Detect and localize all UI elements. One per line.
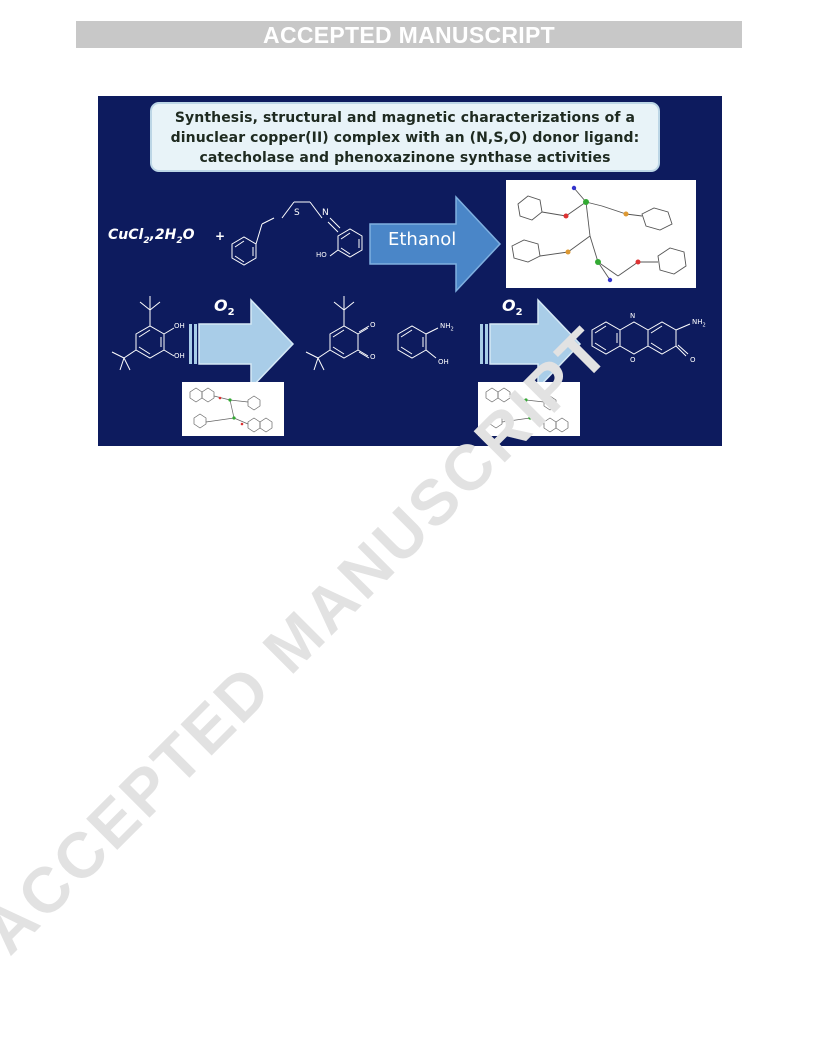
nh2-sub-1: 2: [450, 326, 454, 333]
dtbq-structure: [305, 296, 370, 371]
ethanol-arrow: [369, 195, 502, 293]
atom-label-n-2: N: [630, 312, 636, 320]
ethanol-label: Ethanol: [388, 229, 457, 250]
reagent-sub1: 2: [143, 235, 150, 246]
o2-right-base: O: [502, 296, 516, 315]
ligand-structure: [231, 201, 363, 266]
graphical-abstract: Synthesis, structural and magnetic chara…: [98, 96, 722, 446]
abstract-drawing: [111, 180, 696, 436]
o2-arrow-right: [480, 298, 582, 390]
nh2-base-2: NH: [692, 318, 703, 326]
o2-left-base: O: [214, 296, 228, 315]
nh2-base-1: NH: [440, 322, 451, 330]
atom-label-o-2: O: [370, 353, 376, 361]
reagent-prefix: CuCl: [108, 227, 144, 243]
aminophenol-structure: [397, 325, 439, 359]
o2-left-sub: 2: [227, 307, 235, 319]
title-line-2: dinuclear copper(II) complex with an (N,…: [170, 130, 640, 146]
abstract-title-box: Synthesis, structural and magnetic chara…: [150, 102, 660, 172]
atom-label-oh-1: OH: [174, 322, 185, 330]
o2-label-left: O2: [214, 296, 235, 318]
o2-right-sub: 2: [515, 307, 523, 319]
reagent-sub2: 2: [176, 235, 183, 246]
o2-arrow-left: [189, 298, 295, 390]
reagent-mid: ,2H: [149, 227, 177, 243]
crystal-structure-small-right: [478, 382, 580, 436]
title-line-3: catecholase and phenoxazinone synthase a…: [199, 150, 611, 166]
reagent-formula: CuCl2,2H2O: [108, 227, 195, 246]
atom-label-o-1: O: [370, 321, 376, 329]
atom-label-o-4: O: [690, 356, 696, 364]
atom-label-ho: HO: [316, 251, 327, 259]
atom-label-o-3: O: [630, 356, 636, 364]
reagent-suffix: O: [182, 227, 195, 243]
nh2-sub-2: 2: [702, 322, 706, 329]
atom-label-s: S: [294, 208, 300, 218]
accepted-manuscript-banner: ACCEPTED MANUSCRIPT: [76, 21, 742, 48]
plus-sign: +: [215, 229, 226, 243]
banner-text: ACCEPTED MANUSCRIPT: [263, 22, 555, 48]
atom-label-nh2-1: NH2: [440, 322, 454, 332]
atom-label-nh2-2: NH2: [692, 318, 706, 328]
atom-label-oh-3: OH: [438, 358, 449, 366]
atom-label-oh-2: OH: [174, 352, 185, 360]
crystal-structure-small-left: [182, 382, 284, 436]
crystal-structure-top: [506, 180, 696, 288]
title-line-1: Synthesis, structural and magnetic chara…: [174, 110, 636, 126]
atom-label-n: N: [322, 208, 329, 218]
dtbc-structure: [111, 296, 175, 371]
phenoxazinone-structure: [591, 321, 691, 357]
o2-label-right: O2: [502, 296, 523, 318]
